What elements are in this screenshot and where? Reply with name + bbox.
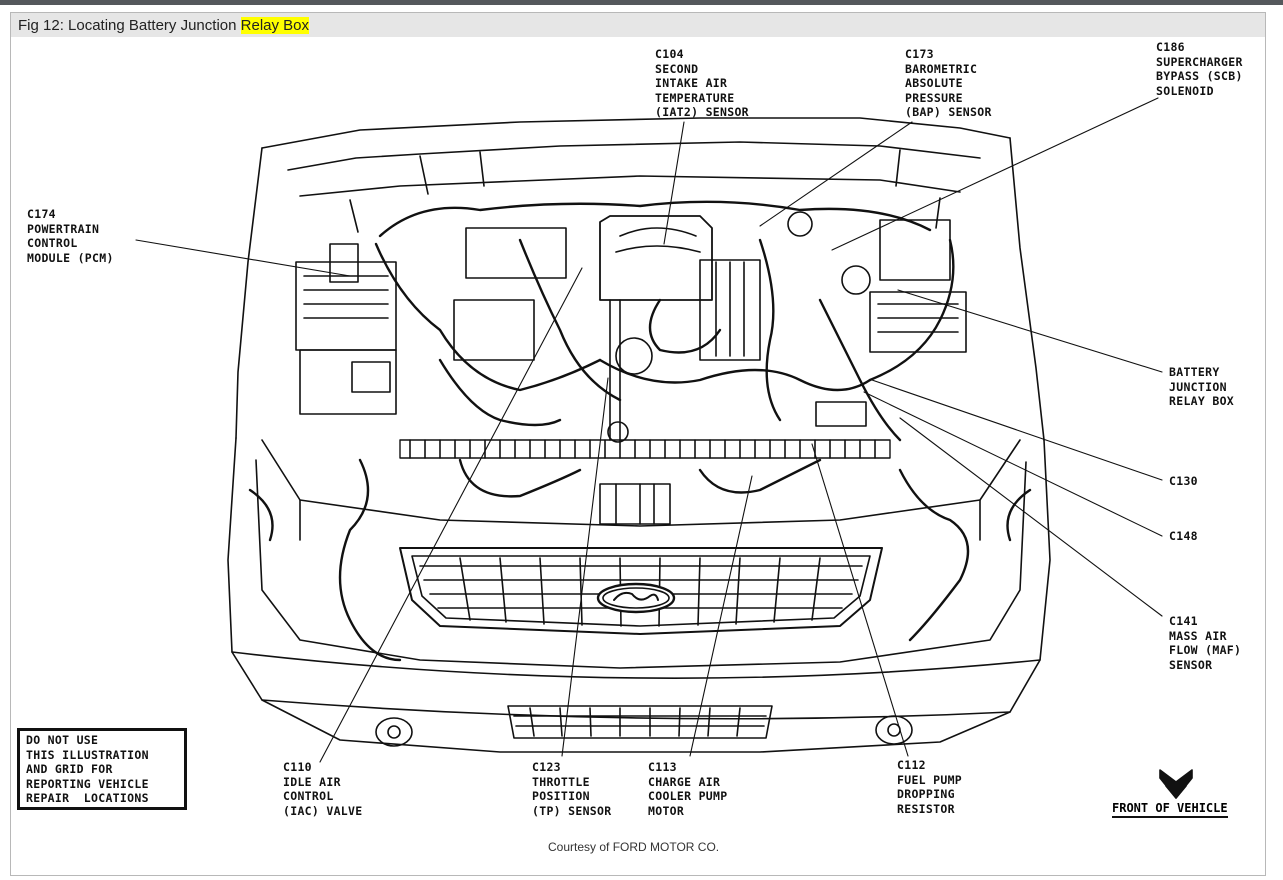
callout-c112: C112 FUEL PUMP DROPPING RESISTOR <box>897 758 963 816</box>
leader-c130 <box>871 379 1163 481</box>
callout-c104: C104 SECOND INTAKE AIR TEMPERATURE (IAT2… <box>655 47 749 119</box>
figure-title: Fig 12: Locating Battery Junction Relay … <box>18 17 310 34</box>
leader-c141 <box>899 417 1163 617</box>
callout-c113: C113 CHARGE AIR COOLER PUMP MOTOR <box>648 760 728 818</box>
leader-c123 <box>561 377 609 757</box>
callout-c141: C141 MASS AIR FLOW (MAF) SENSOR <box>1169 614 1242 672</box>
warning-text: DO NOT USE THIS ILLUSTRATION AND GRID FO… <box>26 733 149 805</box>
warning-box: DO NOT USE THIS ILLUSTRATION AND GRID FO… <box>17 728 187 810</box>
bumper-outline <box>227 437 1051 753</box>
leader-c173 <box>759 121 913 227</box>
callout-c123: C123 THROTTLE POSITION (TP) SENSOR <box>532 760 612 818</box>
ford-emblem <box>596 582 676 614</box>
grille <box>399 547 883 635</box>
leader-lines <box>135 97 1163 763</box>
leader-c113 <box>689 475 753 757</box>
callout-c130: C130 <box>1169 474 1198 488</box>
wiring-harness <box>248 200 1032 662</box>
credit-text: Courtesy of FORD MOTOR CO. <box>548 840 720 854</box>
fog-lamps <box>375 715 913 747</box>
figure-frame: Fig 12: Locating Battery Junction Relay … <box>10 12 1266 876</box>
leader-c148 <box>863 391 1163 537</box>
figure-title-bar: Fig 12: Locating Battery Junction Relay … <box>11 13 1265 37</box>
leader-c112 <box>811 443 909 757</box>
callout-c148: C148 <box>1169 529 1198 543</box>
leader-c104 <box>663 121 685 245</box>
front-of-vehicle-label: FRONT OF VEHICLE <box>1112 801 1228 818</box>
leader-c174 <box>135 239 351 277</box>
figure-title-text: Fig 12: Locating Battery Junction <box>18 17 241 34</box>
leader-c110 <box>319 267 583 763</box>
hood-outline <box>235 117 1045 441</box>
callout-battery-junction-relay-box: BATTERY JUNCTION RELAY BOX <box>1169 365 1235 408</box>
front-arrow-icon <box>1159 769 1193 799</box>
lower-intake <box>507 705 773 739</box>
callout-c110: C110 IDLE AIR CONTROL (IAC) VALVE <box>283 760 363 818</box>
engine-assembly <box>261 211 1021 541</box>
window-top-bar <box>0 0 1283 5</box>
callout-c174: C174 POWERTRAIN CONTROL MODULE (PCM) <box>27 207 114 265</box>
leader-c186 <box>831 97 1159 251</box>
leader-battery <box>897 289 1163 373</box>
callout-c186: C186 SUPERCHARGER BYPASS (SCB) SOLENOID <box>1156 40 1243 98</box>
callout-c173: C173 BAROMETRIC ABSOLUTE PRESSURE (BAP) … <box>905 47 992 119</box>
figure-title-highlight: Relay Box <box>240 17 310 34</box>
